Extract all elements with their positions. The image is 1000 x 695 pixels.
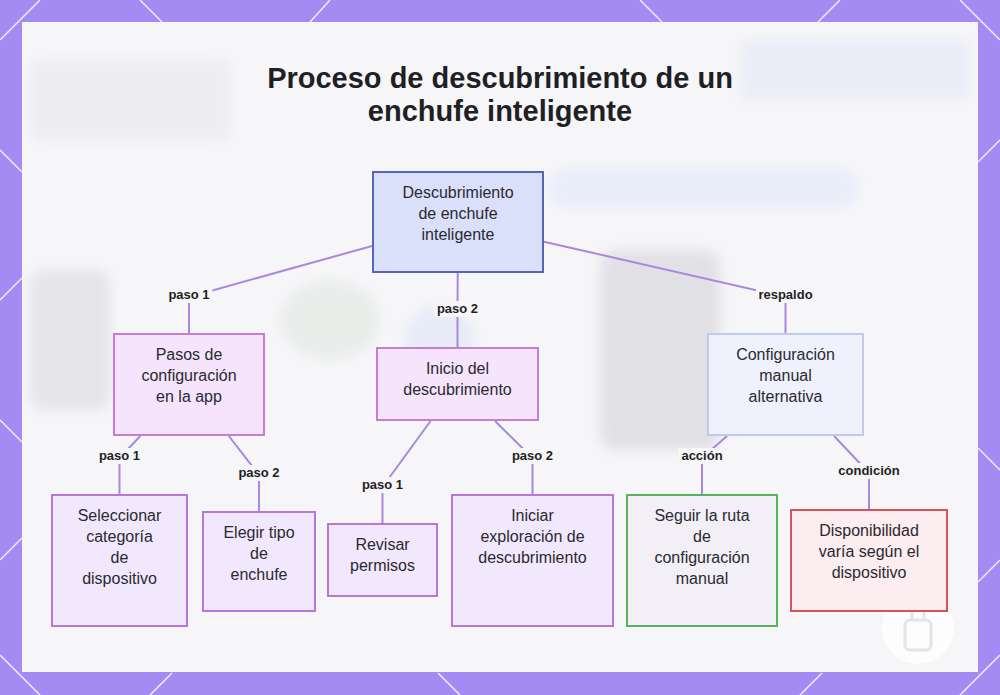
node-text: Seleccionar categoría de dispositivo: [77, 496, 163, 589]
connector-line: [383, 421, 431, 523]
condition-box: Disponibilidad varía según el dispositiv…: [790, 509, 948, 612]
edge-label: paso 2: [434, 301, 481, 317]
step-box: Revisar permisos: [327, 523, 438, 597]
node-text: Elegir tipo de enchufe: [222, 513, 297, 585]
connector-line: [120, 436, 141, 494]
edge-label: condición: [835, 463, 902, 479]
node-text: Revisar permisos: [345, 525, 421, 576]
diagram-title: Proceso de descubrimiento de un enchufe …: [250, 62, 750, 128]
edge-label: paso 1: [96, 448, 143, 464]
step-box: Iniciar exploración de descubrimiento: [451, 494, 614, 627]
root-box: Descubrimiento de enchufe inteligente: [372, 171, 544, 273]
node-text: Descubrimiento de enchufe inteligente: [397, 173, 519, 245]
step-box: Elegir tipo de enchufe: [202, 511, 316, 612]
connector-line: [189, 246, 372, 333]
node-text: Pasos de configuración en la app: [131, 335, 247, 407]
content-panel: [22, 22, 978, 672]
node-text: Configuración manual alternativa: [730, 335, 842, 407]
edge-label: acción: [678, 448, 725, 464]
edge-label: respaldo: [755, 287, 815, 303]
connector-line: [702, 436, 727, 494]
process-box: Inicio del descubrimiento: [376, 347, 539, 421]
edge-label: paso 2: [509, 448, 556, 464]
node-text: Disponibilidad varía según el dispositiv…: [801, 511, 937, 583]
step-box: Seleccionar categoría de dispositivo: [51, 494, 188, 627]
node-text: Seguir la ruta de configuración manual: [646, 496, 758, 589]
edge-label: paso 1: [165, 287, 212, 303]
action-box: Seguir la ruta de configuración manual: [626, 494, 778, 627]
fallback-box: Configuración manual alternativa: [707, 333, 864, 436]
node-text: Iniciar exploración de descubrimiento: [470, 496, 596, 568]
process-box: Pasos de configuración en la app: [113, 333, 265, 436]
edge-label: paso 1: [359, 477, 406, 493]
edge-label: paso 2: [235, 465, 282, 481]
node-text: Inicio del descubrimiento: [394, 349, 522, 400]
connector-line: [544, 242, 786, 333]
blurred-backdrop: [30, 40, 970, 450]
